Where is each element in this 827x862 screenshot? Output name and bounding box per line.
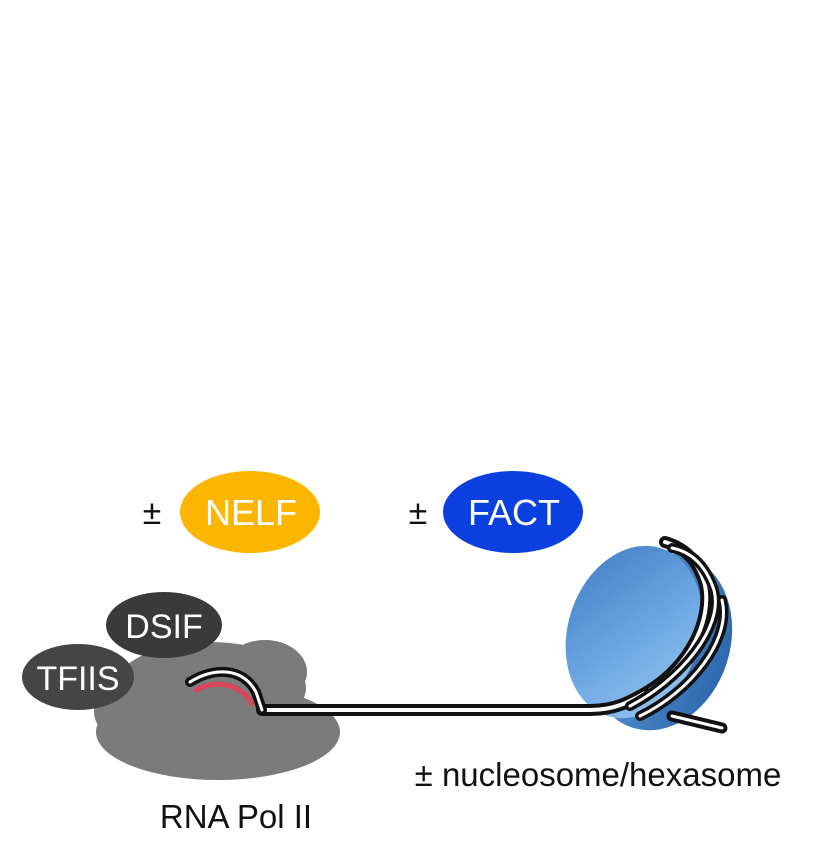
nelf-label: NELF xyxy=(205,492,297,533)
tfiis-label: TFIIS xyxy=(36,660,119,698)
rna-pol-ii-label: RNA Pol II xyxy=(160,798,312,835)
nucleosome-hexasome-label: ± nucleosome/hexasome xyxy=(415,756,782,793)
rna-transcript xyxy=(193,681,255,707)
fact-plus-minus: ± xyxy=(409,494,428,532)
tfiis-ellipse xyxy=(22,644,134,710)
dsif-label: DSIF xyxy=(125,608,202,646)
dna-strand xyxy=(185,536,729,734)
fact-ellipse xyxy=(443,471,583,553)
dsif-ellipse xyxy=(106,592,222,658)
nelf-plus-minus: ± xyxy=(143,494,162,532)
fact-label: FACT xyxy=(468,492,560,533)
nelf-ellipse xyxy=(180,471,320,553)
